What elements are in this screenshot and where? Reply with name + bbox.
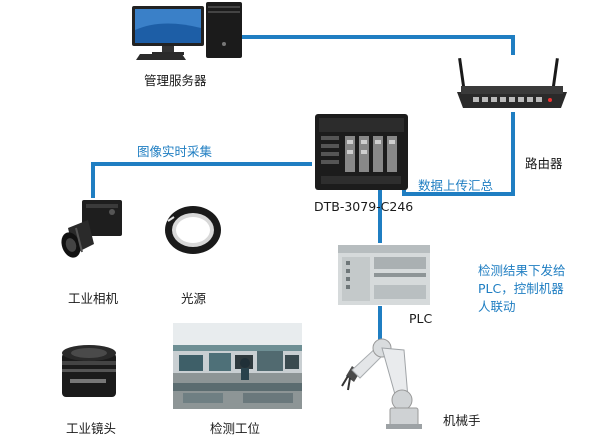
- light-label: 光源: [181, 291, 207, 306]
- ipc-label: DTB-3079-C246: [314, 199, 414, 214]
- ipc-camera-link: [91, 162, 312, 198]
- ipc-node: [313, 110, 410, 192]
- camera-label: 工业相机: [68, 291, 119, 306]
- server-node: [122, 0, 244, 60]
- result-line-2: PLC，控制机器: [478, 281, 564, 296]
- factory-floor-photo: [173, 323, 302, 409]
- industrial-camera-icon: [61, 200, 122, 258]
- lens-node: [58, 343, 120, 403]
- result-line-1: 检测结果下发给: [478, 263, 566, 278]
- camera-lens-icon: [62, 345, 116, 397]
- data-upload-label: 数据上传汇总: [418, 178, 494, 193]
- station-label: 检测工位: [210, 421, 261, 436]
- lens-label: 工业镜头: [66, 421, 117, 436]
- result-annotation: 检测结果下发给 PLC，控制机器 人联动: [478, 262, 566, 316]
- robot-node: [338, 336, 424, 430]
- plc-node: [336, 243, 432, 307]
- result-line-3: 人联动: [478, 299, 516, 314]
- camera-node: [60, 198, 124, 266]
- router-label: 路由器: [525, 156, 563, 171]
- station-node: [173, 323, 302, 409]
- image-capture-label: 图像实时采集: [137, 144, 213, 159]
- industrial-pc-icon: [315, 114, 408, 190]
- plc-label: PLC: [409, 311, 433, 326]
- router-node: [455, 56, 569, 114]
- ring-light-icon: [165, 206, 221, 254]
- desktop-computer-icon: [132, 2, 242, 60]
- server-label: 管理服务器: [144, 73, 207, 88]
- robot-arm-icon: [341, 338, 422, 429]
- robot-label: 机械手: [443, 413, 481, 428]
- light-node: [162, 203, 224, 257]
- server-router-link: [242, 35, 515, 55]
- plc-module-icon: [338, 245, 430, 305]
- router-icon: [457, 57, 567, 108]
